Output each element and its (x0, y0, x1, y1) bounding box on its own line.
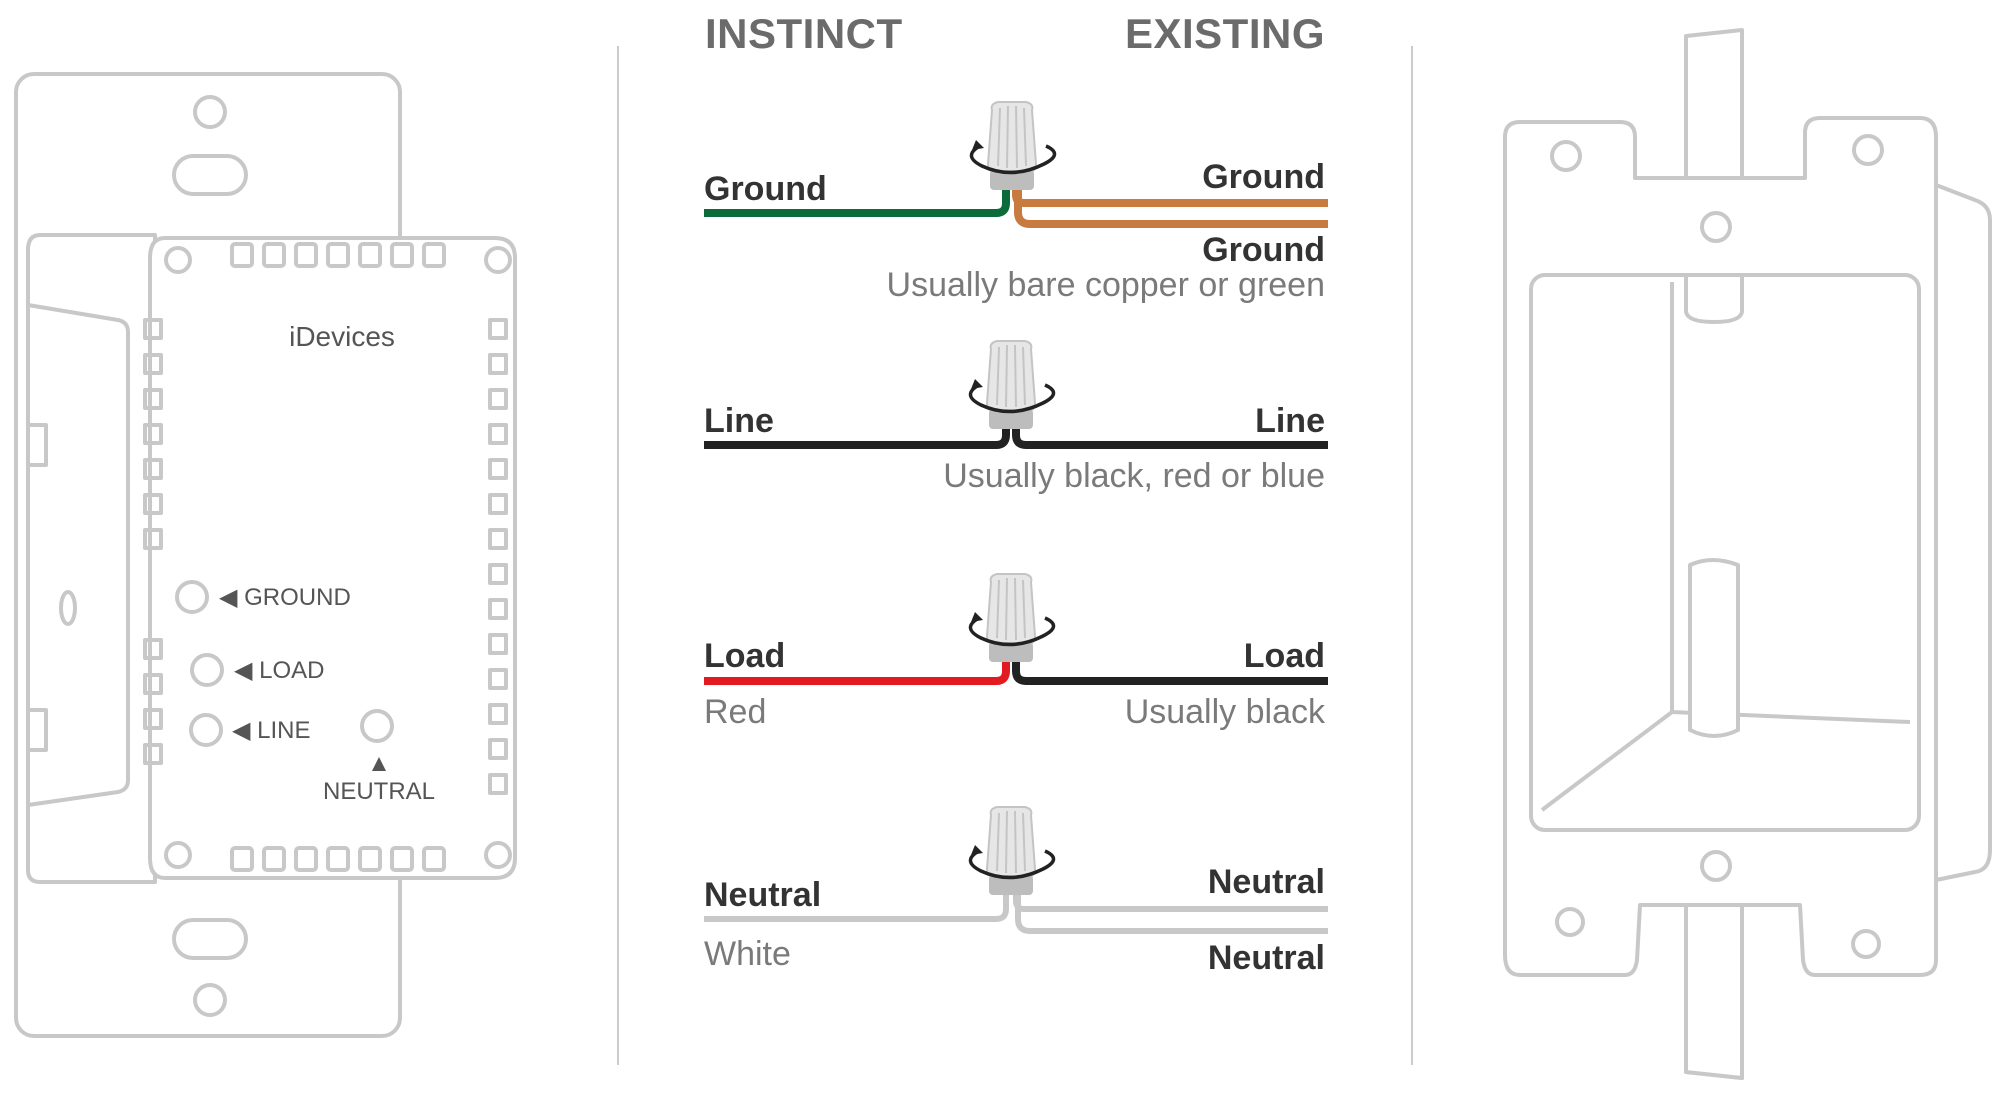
device-illustration: iDevices ◀ GROUND ◀ LOAD ◀ LINE ▲ NEUTRA… (14, 72, 517, 1038)
note-existing-ground: Usually bare copper or green (887, 266, 1325, 304)
wire-instinct-ground (704, 188, 1010, 217)
connection-ground: Ground Ground Ground Usually bare copper… (704, 100, 1328, 304)
label-existing-ground: Ground (1202, 158, 1325, 196)
box-screw-hole-br (1851, 929, 1881, 959)
label-instinct-load: Load (704, 637, 785, 675)
device-side-edge (27, 303, 130, 807)
wire-existing-ground-2 (1014, 188, 1328, 228)
wire-instinct-line (704, 425, 1010, 449)
corner-screw-bl (164, 841, 192, 869)
terminal-neutral (360, 709, 394, 743)
terminal-line-label: ◀ LINE (232, 717, 310, 744)
wire-nut-ground (969, 100, 1057, 192)
plate-slot-top (172, 154, 248, 196)
device-front (148, 236, 517, 880)
note-existing-line: Usually black, red or blue (943, 457, 1325, 495)
terminal-line (189, 713, 223, 747)
wire-existing-line (1012, 425, 1328, 449)
vent-ribs-bottom (230, 846, 446, 872)
box-screw-hole-tr (1852, 134, 1884, 166)
box-opening (1529, 273, 1921, 832)
box-screw-hole-tl (1550, 140, 1582, 172)
vent-ribs-top (230, 242, 446, 268)
device-side (26, 233, 157, 884)
stud-upper-stub (1684, 273, 1744, 324)
stud-inner (1688, 558, 1740, 738)
label-existing-line: Line (1255, 402, 1325, 440)
column-header-instinct: INSTINCT (705, 10, 903, 57)
corner-screw-br (484, 841, 512, 869)
note-instinct-load: Red (704, 693, 766, 731)
terminal-ground-label: ◀ GROUND (219, 584, 351, 611)
label-instinct-neutral: Neutral (704, 876, 821, 914)
side-tab-upper (26, 423, 48, 467)
note-existing-load: Usually black (1125, 693, 1326, 731)
terminal-load (190, 653, 224, 687)
terminal-neutral-marker: ▲ (367, 750, 391, 777)
device-brand: iDevices (289, 321, 395, 352)
box-side (1935, 183, 1992, 882)
wire-existing-neutral-2 (1015, 894, 1328, 934)
box-screw-hole-center-top (1700, 211, 1732, 243)
side-hole (59, 590, 77, 626)
side-notches-left (143, 318, 163, 765)
label-existing-neutral: Neutral (1208, 863, 1325, 901)
corner-screw-tr (484, 246, 512, 274)
stud-lower (1684, 903, 1744, 1080)
wire-instinct-load (704, 660, 1010, 685)
wall-box-illustration (1503, 28, 1992, 1080)
column-header-existing: EXISTING (1125, 10, 1325, 57)
plate-screw-hole-top (193, 95, 227, 129)
side-notches-right (488, 318, 508, 795)
box-screw-hole-center-bottom (1700, 850, 1732, 882)
side-tab-lower (26, 708, 48, 752)
box-screw-hole-bl (1555, 907, 1585, 937)
label-existing-ground-2: Ground (1202, 231, 1325, 269)
terminal-neutral-label: NEUTRAL (323, 778, 435, 805)
plate-screw-hole-bottom (193, 983, 227, 1017)
terminal-load-label: ◀ LOAD (234, 657, 324, 684)
connection-load: Load Load Red Usually black (704, 572, 1328, 731)
wire-nut-line (968, 339, 1056, 431)
terminal-ground (175, 580, 209, 614)
wire-instinct-neutral (704, 894, 1009, 922)
wire-existing-load (1012, 660, 1328, 685)
note-instinct-neutral: White (704, 935, 791, 973)
wiring-connections: INSTINCT EXISTING Ground Ground Ground U… (704, 10, 1328, 977)
plate-slot-bottom (172, 918, 248, 960)
label-existing-neutral-2: Neutral (1208, 939, 1325, 977)
label-instinct-ground: Ground (704, 170, 827, 208)
label-instinct-line: Line (704, 402, 774, 440)
corner-screw-tl (164, 246, 192, 274)
label-existing-load: Load (1244, 637, 1325, 675)
connection-line: Line Line Usually black, red or blue (704, 339, 1328, 495)
connection-neutral: Neutral Neutral White Neutral (704, 805, 1328, 977)
wire-nut-load (968, 572, 1056, 664)
wire-nut-neutral (968, 805, 1056, 897)
